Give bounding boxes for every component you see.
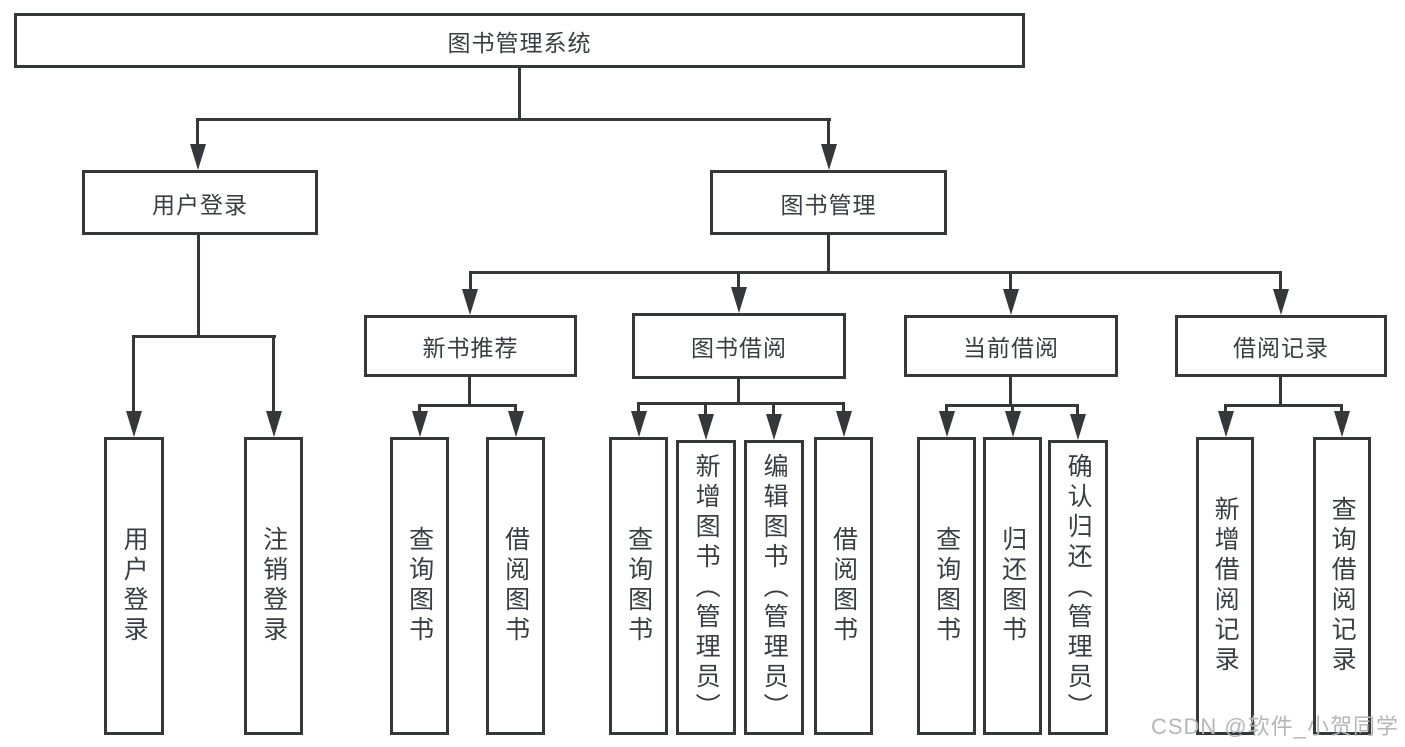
arrowhead-icon (631, 411, 647, 437)
leaf-newbook-borrow-books: 借阅图书 (486, 437, 545, 735)
node-current-borrow: 当前借阅 (904, 315, 1118, 377)
connector-line (1279, 271, 1282, 293)
connector-line (468, 377, 471, 407)
leaf-label: 归还图书 (998, 526, 1027, 646)
leaf-label: 确认归还（管理员） (1064, 452, 1093, 723)
connector-line (827, 235, 830, 274)
connector-line (704, 402, 707, 416)
connector-line (196, 118, 199, 148)
arrowhead-icon (266, 411, 282, 437)
leaf-current-query-books: 查询图书 (917, 437, 976, 735)
leaf-current-return-books: 归还图书 (983, 437, 1042, 735)
node-label: 用户登录 (152, 191, 248, 218)
connector-line (196, 118, 831, 121)
connector-line (737, 271, 740, 293)
node-root-library-system: 图书管理系统 (14, 13, 1025, 68)
leaf-label: 借阅图书 (501, 526, 530, 646)
leaf-borrow-query-books: 查询图书 (609, 437, 668, 735)
leaf-label: 新增图书（管理员） (692, 452, 721, 723)
connector-line (418, 404, 517, 407)
arrowhead-icon (731, 287, 747, 313)
arrowhead-icon (836, 411, 852, 437)
leaf-borrow-borrow-books: 借阅图书 (814, 437, 873, 735)
arrowhead-icon (412, 411, 428, 437)
arrowhead-icon (1334, 411, 1350, 437)
node-book-borrow: 图书借阅 (632, 313, 846, 379)
leaf-records-add-record: 新增借阅记录 (1196, 437, 1254, 735)
connector-line (272, 335, 275, 415)
arrowhead-icon (821, 144, 837, 170)
node-user-login: 用户登录 (82, 170, 318, 235)
connector-line (842, 402, 845, 416)
arrowhead-icon (766, 414, 782, 440)
connector-line (1009, 271, 1012, 293)
leaf-borrow-add-books-admin: 新增图书（管理员） (676, 440, 736, 735)
connector-line (1279, 377, 1282, 407)
connector-line (132, 335, 135, 415)
arrowhead-icon (698, 414, 714, 440)
connector-line (737, 379, 740, 405)
leaf-records-query-record: 查询借阅记录 (1313, 437, 1371, 735)
leaf-user-login: 用户登录 (104, 437, 164, 735)
arrowhead-icon (190, 144, 206, 170)
arrowhead-icon (939, 411, 955, 437)
node-label: 当前借阅 (963, 335, 1059, 361)
connector-line (637, 402, 640, 416)
arrowhead-icon (126, 411, 142, 437)
node-book-management: 图书管理 (710, 170, 947, 235)
node-label: 新书推荐 (422, 335, 519, 361)
leaf-label: 新增借阅记录 (1211, 496, 1240, 676)
connector-line (1340, 404, 1343, 416)
connector-line (1224, 404, 1227, 416)
node-label: 图书借阅 (691, 335, 787, 361)
node-new-book-recommend: 新书推荐 (364, 315, 577, 377)
watermark: CSDN @软件_小贺同学 (1150, 714, 1399, 739)
leaf-label: 查询图书 (405, 526, 434, 646)
node-label: 借阅记录 (1233, 335, 1329, 361)
connector-line (469, 271, 1281, 274)
arrowhead-icon (1218, 411, 1234, 437)
leaf-label: 注销登录 (259, 526, 288, 646)
connector-line (945, 404, 948, 416)
connector-line (1224, 404, 1343, 407)
leaf-label: 用户登录 (120, 526, 149, 646)
leaf-logout: 注销登录 (244, 437, 303, 735)
node-label: 图书管理系统 (447, 29, 592, 56)
connector-line (1011, 404, 1014, 416)
node-label: 图书管理 (780, 191, 877, 218)
connector-line (1076, 404, 1079, 416)
leaf-label: 查询图书 (932, 526, 961, 646)
connector-line (1009, 377, 1012, 407)
leaf-borrow-edit-books-admin: 编辑图书（管理员） (744, 440, 804, 735)
connector-line (514, 404, 517, 416)
connector-line (418, 404, 421, 416)
leaf-newbook-query-books: 查询图书 (390, 437, 449, 735)
leaf-label: 查询借阅记录 (1328, 496, 1357, 676)
arrowhead-icon (1070, 414, 1086, 440)
leaf-label: 借阅图书 (829, 526, 858, 646)
arrowhead-icon (1003, 289, 1019, 315)
connector-line (469, 271, 472, 293)
arrowhead-icon (462, 289, 478, 315)
leaf-current-confirm-return-admin: 确认归还（管理员） (1048, 440, 1108, 735)
connector-line (197, 235, 200, 338)
connector-line (772, 402, 775, 416)
arrowhead-icon (508, 411, 524, 437)
connector-line (518, 68, 521, 121)
leaf-label: 编辑图书（管理员） (760, 452, 789, 723)
arrowhead-icon (1273, 289, 1289, 315)
connector-line (637, 402, 845, 405)
arrowhead-icon (1005, 411, 1021, 437)
connector-line (132, 335, 276, 338)
connector-line (827, 118, 830, 148)
node-borrow-records: 借阅记录 (1175, 315, 1387, 377)
leaf-label: 查询图书 (624, 526, 653, 646)
